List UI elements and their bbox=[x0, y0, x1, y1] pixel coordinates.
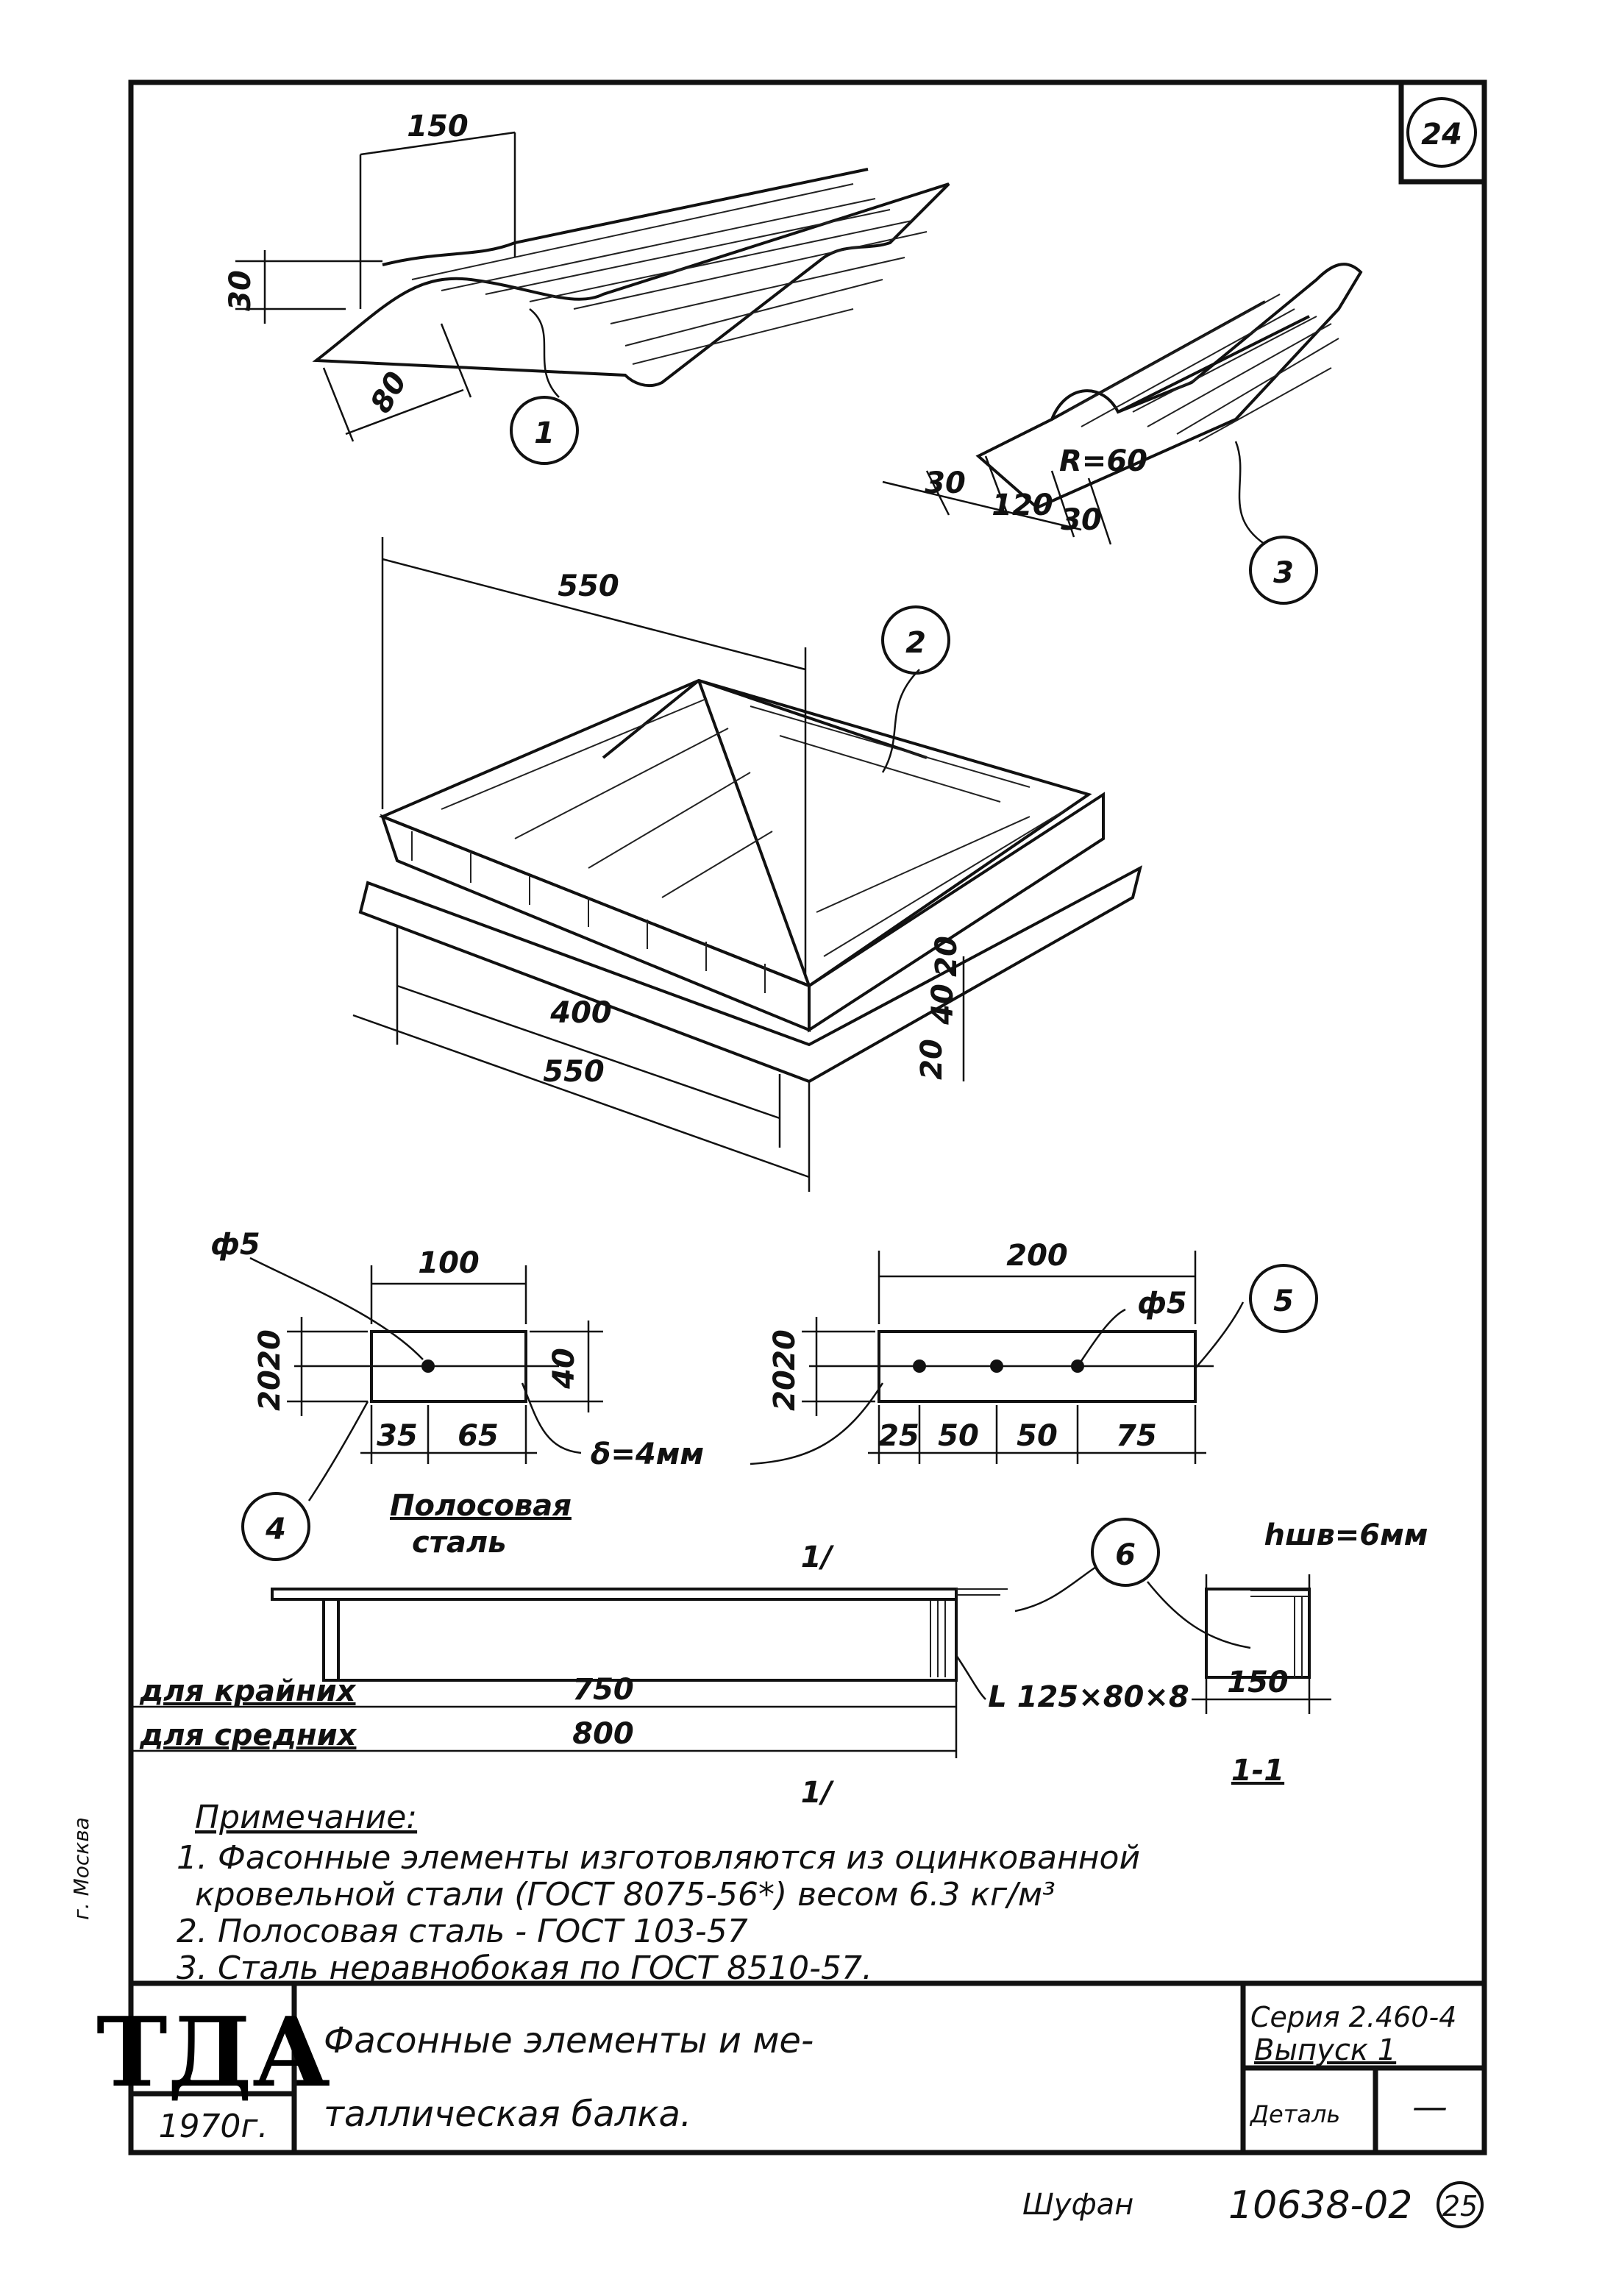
item-2-marker bbox=[881, 605, 950, 675]
note-line-2: кровельной стали (ГОСТ 8075-56*) весом 6… bbox=[195, 1876, 1056, 1913]
item-6-angle: L 125×80×8 bbox=[988, 1680, 1189, 1714]
next-sheet-marker bbox=[1437, 2181, 1484, 2228]
title-line-2: таллическая балка. bbox=[324, 2094, 691, 2135]
item-4-hole: ф5 bbox=[210, 1228, 260, 1262]
next-sheet-number: 25 bbox=[1442, 2190, 1478, 2222]
detail-value: — bbox=[1412, 2086, 1448, 2128]
item-3-dim-a: 30 bbox=[925, 466, 966, 500]
note-line-4: 3. Сталь неравнобокая по ГОСТ 8510-57. bbox=[177, 1950, 872, 1987]
item-6-row2-label: для средних bbox=[139, 1719, 357, 1752]
left-margin-note: г. Москва bbox=[69, 1817, 93, 1920]
item-5-hole: ф5 bbox=[1137, 1287, 1187, 1321]
item-6-drawing: 1/ 1/ для крайних для средних 750 800 L … bbox=[132, 1518, 1428, 1810]
item-4-thickness: δ=4мм bbox=[591, 1437, 704, 1471]
item-3-dim-c: 30 bbox=[1061, 503, 1102, 537]
svg-text:3: 3 bbox=[1273, 556, 1294, 590]
svg-text:1: 1 bbox=[534, 416, 555, 450]
item-3-dim-b: 120 bbox=[992, 488, 1053, 522]
svg-text:2: 2 bbox=[905, 626, 926, 660]
item-2-dim-v2: 40 bbox=[926, 984, 960, 1026]
item-1-dim-width: 150 bbox=[407, 110, 469, 143]
item-4-marker bbox=[241, 1492, 310, 1561]
item-4-dim-height: 40 bbox=[547, 1348, 581, 1390]
item-6-row1-value: 750 bbox=[572, 1673, 634, 1707]
item-4-drawing: 100 ф5 20 20 40 35 65 δ=4мм 4 Полосовая … bbox=[210, 1228, 704, 1561]
notes-block: Примечание: 1. Фасонные элементы изготов… bbox=[177, 1799, 1140, 1987]
item-1-marker bbox=[510, 396, 579, 465]
item-4-material-line1: Полосовая bbox=[390, 1489, 572, 1523]
item-4-dim-b: 65 bbox=[458, 1419, 499, 1453]
item-5-marker bbox=[1249, 1264, 1318, 1333]
item-3-drawing: R=60 30 120 30 3 bbox=[882, 263, 1363, 605]
item-5-drawing: 200 ф5 20 20 25 50 50 75 5 bbox=[750, 1239, 1318, 1465]
svg-text:4: 4 bbox=[265, 1513, 286, 1546]
item-6-dim-section: 150 bbox=[1227, 1666, 1289, 1699]
item-4-dim-v2: 20 bbox=[253, 1370, 287, 1411]
title-block: ТДА 1970г. Фасонные элементы и ме- талли… bbox=[96, 1983, 1484, 2153]
svg-text:6: 6 bbox=[1115, 1538, 1136, 1572]
item-4-dim-v1: 20 bbox=[253, 1329, 287, 1371]
cut-mark-bottom: 1/ bbox=[801, 1776, 835, 1810]
doc-number: 10638-02 bbox=[1228, 2183, 1412, 2228]
note-line-1: 1. Фасонные элементы изготовляются из оц… bbox=[177, 1839, 1140, 1877]
item-2-dim-outer: 550 bbox=[543, 1055, 605, 1089]
series-line-1: Серия 2.460-4 bbox=[1250, 2001, 1456, 2033]
section-label: 1-1 bbox=[1231, 1754, 1284, 1788]
item-5-dim-width: 200 bbox=[1006, 1239, 1068, 1273]
series-line-2: Выпуск 1 bbox=[1254, 2033, 1396, 2067]
item-5-dim-c: 50 bbox=[1017, 1419, 1058, 1453]
item-5-dim-a: 25 bbox=[878, 1419, 919, 1453]
item-2-dim-inner: 400 bbox=[549, 996, 612, 1030]
cut-mark-top: 1/ bbox=[801, 1540, 835, 1574]
item-6-weld: hшв=6мм bbox=[1264, 1518, 1428, 1552]
sheet-number: 24 bbox=[1421, 118, 1462, 152]
item-4-material-line2: сталь bbox=[412, 1526, 506, 1560]
signature: Шуфан bbox=[1022, 2188, 1133, 2222]
item-6-row2-value: 800 bbox=[572, 1717, 634, 1751]
item-2-dim-top: 550 bbox=[558, 569, 619, 603]
item-1-drawing: 150 30 80 1 bbox=[224, 110, 950, 465]
sheet-border bbox=[128, 79, 1487, 2155]
title-line-1: Фасонные элементы и ме- bbox=[324, 2020, 814, 2061]
svg-text:5: 5 bbox=[1273, 1284, 1294, 1318]
title-year: 1970г. bbox=[158, 2108, 268, 2145]
item-4-dim-width: 100 bbox=[418, 1246, 480, 1280]
item-6-row1-label: для крайних bbox=[139, 1674, 357, 1708]
item-5-dim-d: 75 bbox=[1116, 1419, 1157, 1453]
detail-label: Деталь bbox=[1249, 2100, 1340, 2128]
org-logo: ТДА bbox=[96, 1996, 330, 2108]
item-2-drawing: 550 400 550 20 40 20 2 bbox=[352, 537, 1143, 1192]
item-2-dim-v1: 20 bbox=[930, 936, 964, 977]
notes-heading: Примечание: bbox=[195, 1799, 417, 1836]
sheet-number-box: 24 bbox=[1398, 79, 1487, 185]
item-3-radius: R=60 bbox=[1059, 444, 1147, 478]
item-1-dim-height: 30 bbox=[224, 270, 257, 311]
note-line-3: 2. Полосовая сталь - ГОСТ 103-57 bbox=[177, 1913, 748, 1950]
item-5-dim-b: 50 bbox=[938, 1419, 979, 1453]
item-2-dim-v3: 20 bbox=[915, 1039, 949, 1080]
item-6-marker bbox=[1091, 1518, 1160, 1587]
item-3-marker bbox=[1249, 536, 1318, 605]
item-4-dim-a: 35 bbox=[377, 1419, 418, 1453]
item-5-dim-v1: 20 bbox=[768, 1329, 802, 1371]
item-5-dim-v2: 20 bbox=[768, 1370, 802, 1411]
